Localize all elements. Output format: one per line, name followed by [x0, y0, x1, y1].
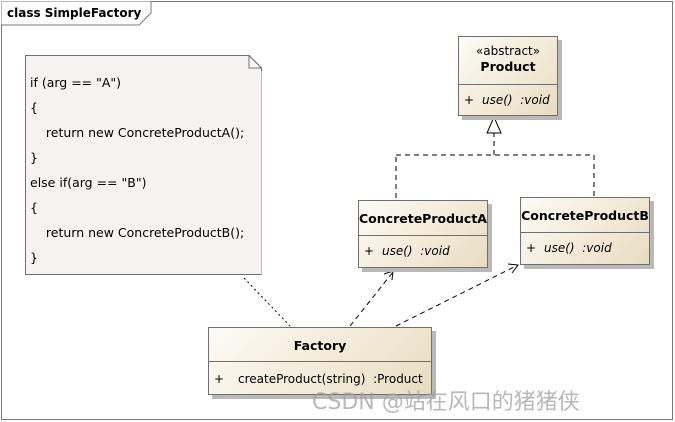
product-operation: +use() :void [464, 93, 550, 107]
class-factory[interactable]: Factory +createProduct(string) :Product [208, 327, 432, 395]
frame-title: class SimpleFactory [7, 6, 142, 20]
note-anchor-line [243, 277, 291, 327]
product-class-name: Product [480, 59, 536, 74]
dependency-line-b [395, 264, 519, 327]
dependency-arrowhead-a [383, 270, 394, 281]
code-note [25, 55, 262, 275]
generalization-connector [395, 133, 595, 198]
watermark: CSDN @站在风口的猪猪侠 [312, 390, 580, 415]
note-line: else if(arg == "B") [30, 175, 147, 190]
note-line: if (arg == "A") [30, 75, 122, 90]
note-line: { [30, 200, 38, 215]
concrete-a-class-name: ConcreteProductA [359, 211, 487, 226]
note-line: return new ConcreteProductB(); [30, 225, 245, 240]
class-concrete-product-a[interactable]: ConcreteProductA +use() :void [358, 200, 488, 268]
note-line: return new ConcreteProductA(); [30, 125, 245, 140]
dependency-line-a [349, 271, 394, 327]
frame-tab [1, 1, 152, 26]
class-product[interactable]: «abstract» Product +use() :void [458, 36, 558, 116]
note-line: { [30, 100, 38, 115]
concrete-b-operation: +use() :void [526, 241, 612, 255]
class-concrete-product-b[interactable]: ConcreteProductB +use() :void [520, 197, 650, 265]
product-stereotype: «abstract» [475, 44, 541, 58]
factory-operation: +createProduct(string) :Product [214, 372, 423, 386]
note-line: } [30, 250, 38, 265]
note-line: } [30, 150, 38, 165]
dependency-arrowhead-b [507, 263, 519, 274]
concrete-a-operation: +use() :void [364, 244, 450, 258]
concrete-b-class-name: ConcreteProductB [521, 208, 649, 223]
realization-arrowhead [486, 115, 502, 134]
factory-class-name: Factory [293, 338, 347, 353]
